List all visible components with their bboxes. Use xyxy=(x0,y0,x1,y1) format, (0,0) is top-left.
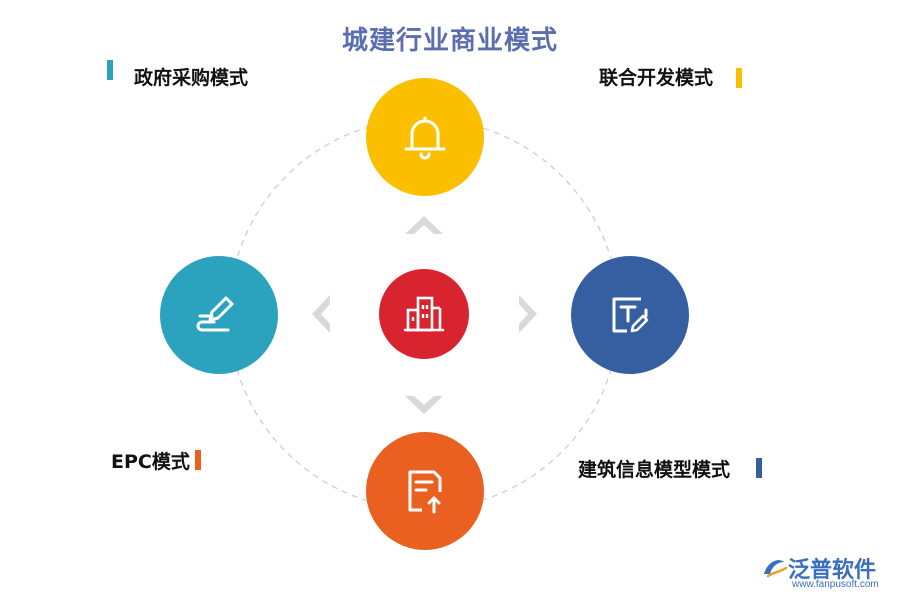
arrow-right-icon xyxy=(519,295,537,333)
label-epc: EPC模式 xyxy=(111,451,190,473)
bell-icon xyxy=(404,116,446,160)
logo-name: 泛普软件 xyxy=(788,558,877,583)
fanpu-logo: 泛普软件 www.fanpusoft.com xyxy=(760,548,890,594)
label-joint-development: 联合开发模式 xyxy=(599,67,714,89)
top-accent-bar xyxy=(736,68,742,88)
signature-pen-icon xyxy=(196,296,234,332)
right-accent-bar xyxy=(756,458,762,478)
arrow-left-icon xyxy=(312,295,330,333)
document-upload-icon xyxy=(408,470,442,514)
logo-url: www.fanpusoft.com xyxy=(792,579,879,590)
fanpu-logo-icon xyxy=(764,560,788,578)
arrow-up-icon xyxy=(405,216,443,234)
node-center xyxy=(379,269,469,359)
building-icon xyxy=(403,296,445,332)
node-top xyxy=(366,78,484,196)
label-bim: 建筑信息模型模式 xyxy=(578,459,731,481)
label-government-procurement: 政府采购模式 xyxy=(134,67,249,89)
bottom-accent-bar xyxy=(195,450,201,470)
arrow-down-icon xyxy=(405,396,443,414)
node-right xyxy=(571,256,689,374)
node-bottom xyxy=(366,432,484,550)
text-edit-icon xyxy=(612,297,649,333)
page-title: 城建行业商业模式 xyxy=(341,26,558,56)
node-left xyxy=(160,256,278,374)
left-accent-bar xyxy=(107,60,113,80)
